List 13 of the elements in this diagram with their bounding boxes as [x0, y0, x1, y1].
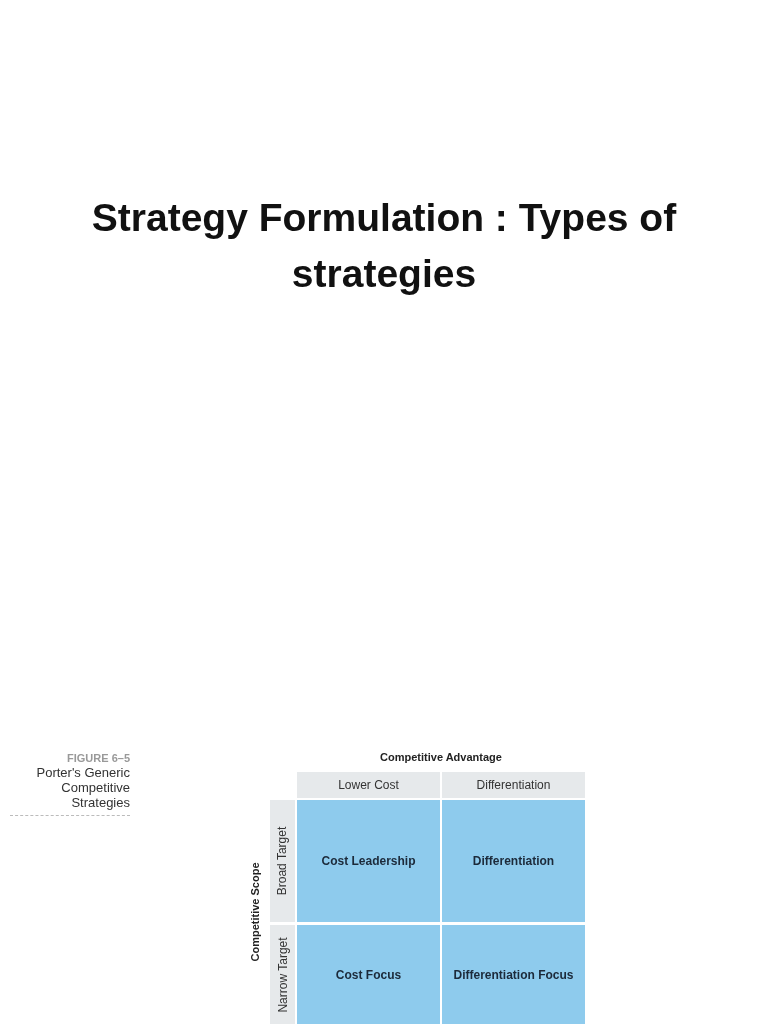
column-header: Differentiation [442, 772, 585, 798]
row-header: Broad Target [270, 800, 295, 922]
quadrant-cell: Differentiation [442, 800, 585, 922]
column-header: Lower Cost [297, 772, 440, 798]
quadrant-cell: Differentiation Focus [442, 925, 585, 1024]
row-header: Narrow Target [270, 925, 295, 1024]
quadrant-cell: Cost Leadership [297, 800, 440, 922]
figure-number: FIGURE 6–5 [66, 752, 130, 764]
slide-title: Strategy Formulation : Types of strategies [90, 195, 678, 297]
quadrant-cell: Cost Focus [297, 925, 440, 1024]
axis-title: Competitive Scope [249, 862, 261, 962]
axis-title: Competitive Advantage [379, 751, 503, 763]
figure-caption: Porter's Generic Competitive Strategies [35, 765, 130, 810]
